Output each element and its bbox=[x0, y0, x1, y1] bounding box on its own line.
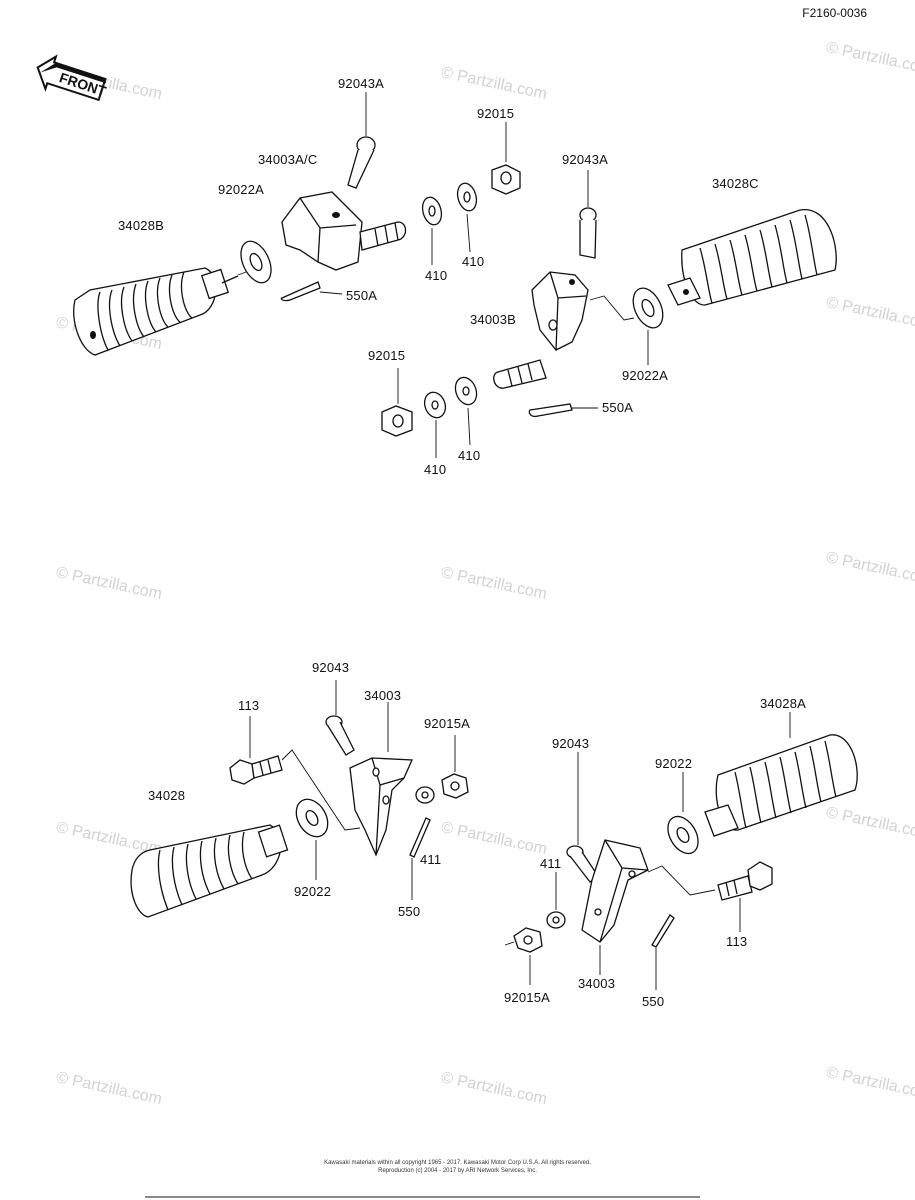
bracket-34003-bl bbox=[349, 702, 413, 857]
label-34003-bl: 34003 bbox=[364, 688, 402, 703]
label-92015a-bl: 92015A bbox=[424, 716, 471, 731]
label-34028a: 34028A bbox=[760, 696, 807, 711]
footpeg-rubber-34028a bbox=[704, 712, 858, 837]
footpeg-rubber-34028b bbox=[73, 267, 239, 356]
washer-92022a-left bbox=[240, 240, 272, 284]
label-92043-br: 92043 bbox=[552, 736, 590, 751]
nut-92015a-bl bbox=[441, 735, 469, 799]
pin-92043a-right bbox=[579, 170, 597, 259]
label-410-b: 410 bbox=[462, 254, 485, 269]
label-92022-bl: 92022 bbox=[294, 884, 332, 899]
label-92015-top: 92015 bbox=[477, 106, 515, 121]
nut-92015-mid bbox=[381, 368, 413, 437]
label-410-a: 410 bbox=[425, 268, 448, 283]
bracket-34003-br bbox=[581, 839, 649, 975]
washer-410-mid-a bbox=[423, 391, 447, 458]
washer-410-mid-b bbox=[454, 376, 478, 446]
label-92043a-right: 92043A bbox=[562, 152, 609, 167]
label-550-br: 550 bbox=[642, 994, 665, 1009]
washer-92022-bl bbox=[295, 798, 329, 880]
copyright-line-1: Kawasaki materials within all copyright … bbox=[324, 1160, 591, 1166]
label-34003-br: 34003 bbox=[578, 976, 616, 991]
label-34003ac: 34003A/C bbox=[258, 152, 318, 167]
nut-92015a-br bbox=[513, 927, 543, 985]
pin-92043a-top bbox=[347, 92, 376, 189]
washer-411-br bbox=[546, 872, 566, 929]
label-92043a-top: 92043A bbox=[338, 76, 385, 91]
cotter-pin-550-bl bbox=[409, 817, 431, 900]
label-92015-mid: 92015 bbox=[368, 348, 406, 363]
label-34028b: 34028B bbox=[118, 218, 165, 233]
label-550-bl: 550 bbox=[398, 904, 421, 919]
footpeg-rubber-34028c bbox=[667, 209, 837, 306]
label-34028-bl: 34028 bbox=[148, 788, 186, 803]
front-arrow-icon: FRONT bbox=[36, 54, 109, 102]
cotter-pin-550a-left bbox=[280, 281, 343, 302]
footpeg-rubber-34028 bbox=[130, 824, 289, 918]
label-34028c: 34028C bbox=[712, 176, 759, 191]
label-410-d: 410 bbox=[458, 448, 481, 463]
cotter-pin-550-br bbox=[651, 914, 675, 990]
washer-411-bl bbox=[415, 786, 435, 804]
label-411-br: 411 bbox=[540, 856, 562, 871]
label-113-bl: 113 bbox=[238, 698, 260, 713]
copyright-line-2: Reproduction (c) 2004 - 2017 by ARI Netw… bbox=[378, 1168, 537, 1174]
washer-410-top-a bbox=[421, 196, 443, 265]
label-411-bl: 411 bbox=[420, 852, 442, 867]
nut-92015-top bbox=[491, 122, 521, 195]
bracket-34003ac bbox=[281, 191, 407, 271]
bolt-113-bl bbox=[229, 716, 283, 785]
label-550a-left: 550A bbox=[346, 288, 378, 303]
label-92022a-left: 92022A bbox=[218, 182, 265, 197]
label-113-br: 113 bbox=[726, 934, 748, 949]
washer-92022-br bbox=[667, 772, 699, 855]
label-92043-bl: 92043 bbox=[312, 660, 350, 675]
label-92022-br: 92022 bbox=[655, 756, 693, 771]
label-92015a-br: 92015A bbox=[504, 990, 551, 1005]
washer-92022a-right bbox=[632, 287, 664, 365]
pin-92043-bl bbox=[325, 680, 355, 756]
diagram-code: F2160-0036 bbox=[802, 6, 867, 20]
label-550a-right: 550A bbox=[602, 400, 634, 415]
bracket-34003b bbox=[493, 271, 589, 389]
label-34003b: 34003B bbox=[470, 312, 517, 327]
cotter-pin-550a-right bbox=[528, 403, 598, 418]
bolt-113-br bbox=[717, 861, 773, 932]
washer-410-top-b bbox=[456, 182, 478, 253]
label-92022a-right: 92022A bbox=[622, 368, 669, 383]
pin-92043-br bbox=[566, 752, 599, 883]
label-410-c: 410 bbox=[424, 462, 447, 477]
